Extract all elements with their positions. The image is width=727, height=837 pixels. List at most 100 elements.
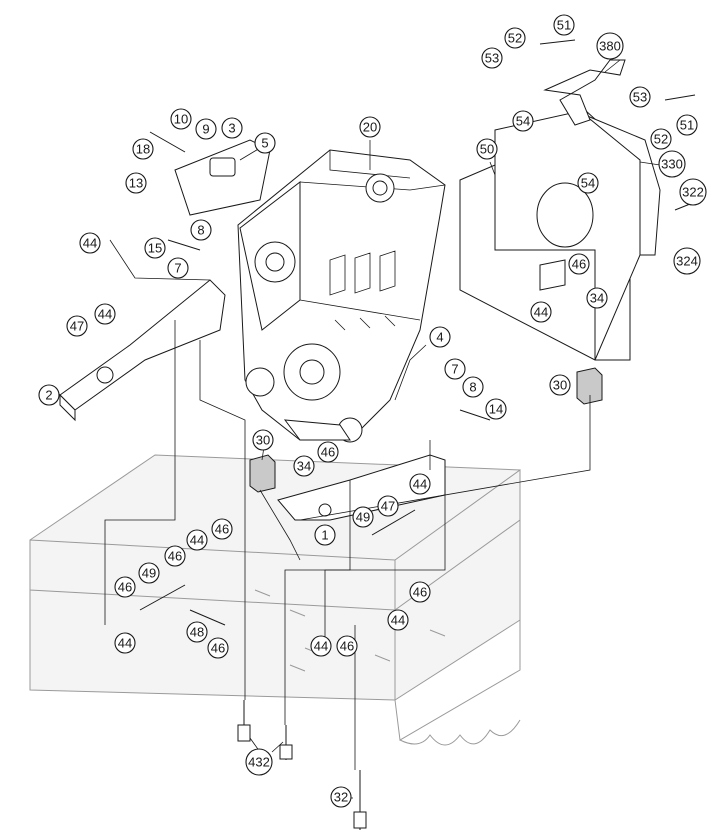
callout: 4 <box>429 326 451 348</box>
svg-text:46: 46 <box>118 580 132 595</box>
svg-text:46: 46 <box>321 445 335 460</box>
svg-text:20: 20 <box>363 120 377 135</box>
svg-text:44: 44 <box>534 305 548 320</box>
callout: 44 <box>387 609 409 631</box>
callout: 44 <box>310 635 332 657</box>
callout: 46 <box>568 253 590 275</box>
callout: 34 <box>586 287 608 309</box>
svg-text:46: 46 <box>211 641 225 656</box>
callout: 380 <box>596 32 624 60</box>
svg-text:44: 44 <box>118 636 132 651</box>
svg-text:53: 53 <box>485 51 499 66</box>
callout: 46 <box>409 581 431 603</box>
callout: 50 <box>476 138 498 160</box>
callout: 8 <box>190 219 212 241</box>
svg-text:44: 44 <box>413 477 427 492</box>
callout: 432 <box>245 748 273 776</box>
fasteners <box>139 39 701 830</box>
callout: 7 <box>444 358 466 380</box>
callout: 46 <box>211 518 233 540</box>
svg-text:34: 34 <box>590 291 604 306</box>
callout: 46 <box>317 441 339 463</box>
callout: 9 <box>195 118 217 140</box>
callout: 54 <box>577 172 599 194</box>
callout: 46 <box>114 576 136 598</box>
callout: 1 <box>314 524 336 546</box>
callout: 13 <box>125 172 147 194</box>
mounting-plate <box>459 109 661 361</box>
callout: 46 <box>336 635 358 657</box>
callout: 51 <box>676 114 698 136</box>
svg-text:380: 380 <box>599 39 621 54</box>
svg-text:52: 52 <box>654 132 668 147</box>
svg-text:2: 2 <box>45 388 52 403</box>
callout: 46 <box>207 637 229 659</box>
callout: 34 <box>293 455 315 477</box>
callout: 44 <box>79 232 101 254</box>
svg-text:46: 46 <box>340 639 354 654</box>
callout: 20 <box>359 116 381 138</box>
svg-text:3: 3 <box>228 121 235 136</box>
svg-text:46: 46 <box>572 257 586 272</box>
svg-text:52: 52 <box>508 31 522 46</box>
svg-text:49: 49 <box>142 566 156 581</box>
callout: 330 <box>658 150 686 178</box>
svg-text:330: 330 <box>661 157 683 172</box>
svg-text:48: 48 <box>190 625 204 640</box>
callout: 2 <box>38 384 60 406</box>
svg-text:50: 50 <box>480 142 494 157</box>
svg-text:32: 32 <box>334 790 348 805</box>
callout: 44 <box>530 301 552 323</box>
isolator-blocks <box>249 367 603 493</box>
callout: 49 <box>138 562 160 584</box>
front-bracket <box>174 139 271 216</box>
engine-block <box>237 149 446 443</box>
callout: 49 <box>352 506 374 528</box>
stand-frame <box>29 454 521 746</box>
svg-text:5: 5 <box>261 136 268 151</box>
callout: 51 <box>553 14 575 36</box>
svg-text:44: 44 <box>391 613 405 628</box>
callout: 53 <box>629 86 651 108</box>
svg-text:432: 432 <box>248 755 270 770</box>
svg-text:49: 49 <box>356 510 370 525</box>
svg-text:46: 46 <box>215 522 229 537</box>
callout: 46 <box>164 545 186 567</box>
svg-text:44: 44 <box>83 236 97 251</box>
svg-text:324: 324 <box>676 254 698 269</box>
svg-text:10: 10 <box>174 112 188 127</box>
svg-text:1: 1 <box>321 528 328 543</box>
callout: 5 <box>254 132 276 154</box>
left-mount-bracket <box>59 279 226 422</box>
svg-text:47: 47 <box>381 499 395 514</box>
svg-text:8: 8 <box>197 223 204 238</box>
svg-text:13: 13 <box>129 176 143 191</box>
svg-text:44: 44 <box>98 307 112 322</box>
callout: 44 <box>94 303 116 325</box>
callout: 44 <box>186 529 208 551</box>
callout: 48 <box>186 621 208 643</box>
svg-text:46: 46 <box>168 549 182 564</box>
callout: 30 <box>252 429 274 451</box>
callout: 47 <box>377 495 399 517</box>
svg-text:46: 46 <box>413 585 427 600</box>
svg-text:54: 54 <box>581 176 595 191</box>
svg-text:51: 51 <box>680 118 694 133</box>
svg-text:54: 54 <box>516 114 530 129</box>
svg-text:7: 7 <box>174 261 181 276</box>
callout: 324 <box>673 247 701 275</box>
callout: 44 <box>409 473 431 495</box>
svg-text:9: 9 <box>202 122 209 137</box>
callout: 10 <box>170 108 192 130</box>
callout: 47 <box>66 315 88 337</box>
svg-text:8: 8 <box>469 380 476 395</box>
svg-text:47: 47 <box>70 319 84 334</box>
svg-text:44: 44 <box>314 639 328 654</box>
callout: 52 <box>504 27 526 49</box>
callout: 53 <box>481 47 503 69</box>
svg-text:51: 51 <box>557 18 571 33</box>
callout: 14 <box>485 398 507 420</box>
callout: 18 <box>132 138 154 160</box>
svg-text:34: 34 <box>297 459 311 474</box>
svg-text:14: 14 <box>489 402 503 417</box>
